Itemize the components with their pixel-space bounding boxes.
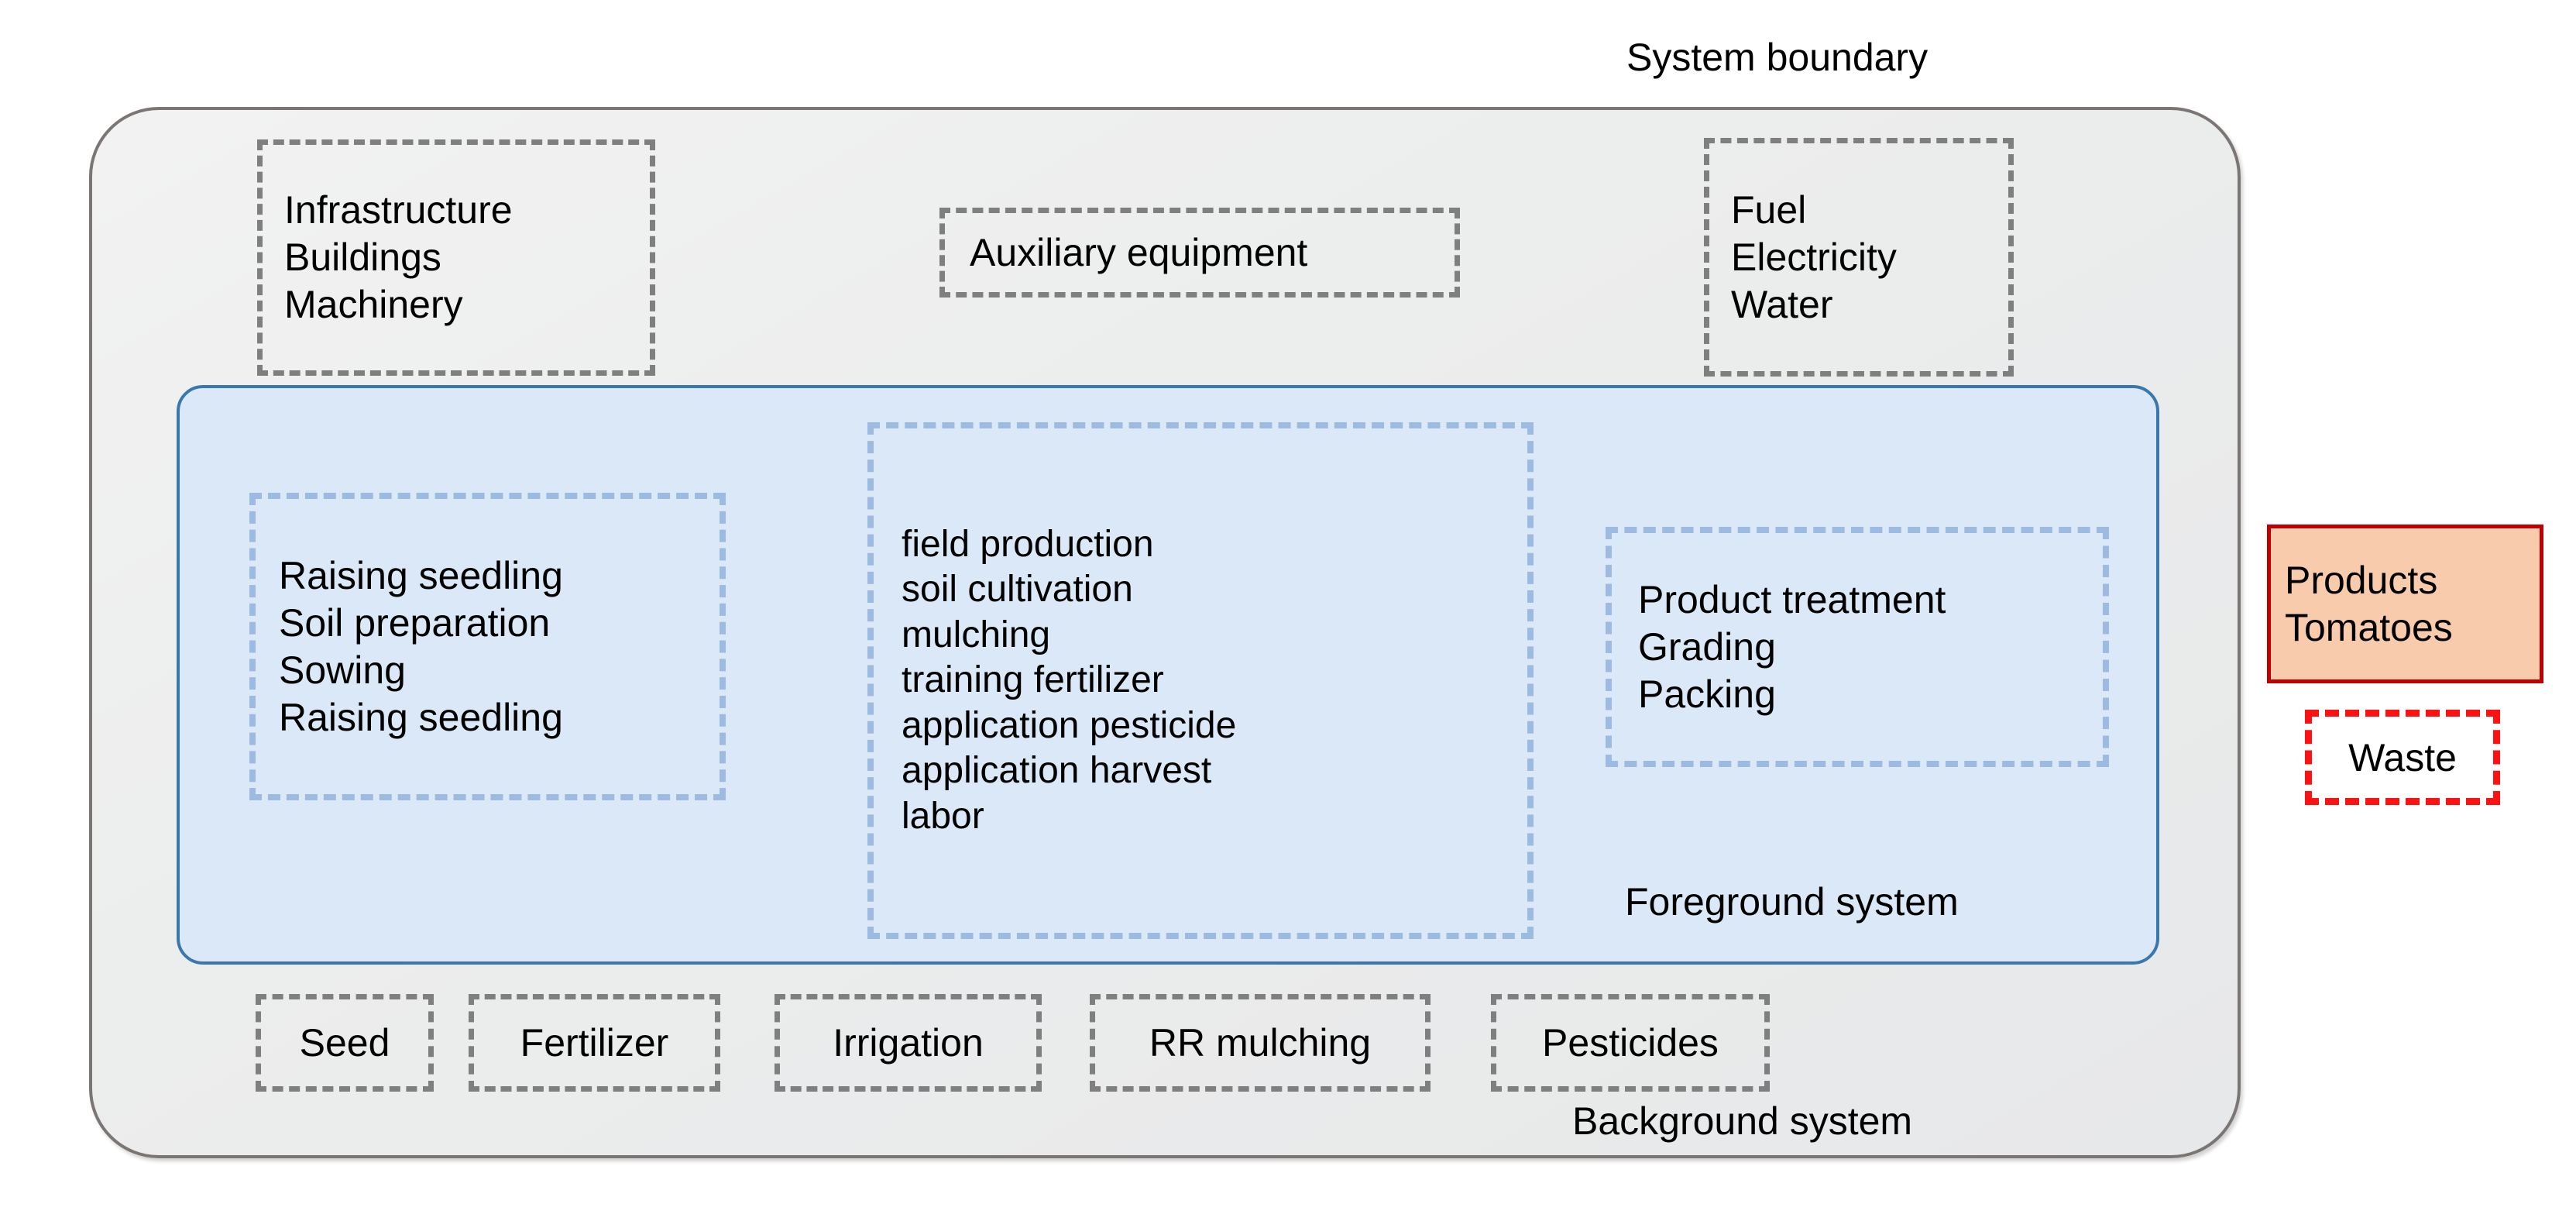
seed-box: Seed [256,994,434,1092]
seed-label: Seed [299,1020,390,1065]
waste-box: Waste [2305,710,2500,805]
fuel-electricity-water-box: Fuel Electricity Water [1704,138,2014,377]
field-line-3: mulching [902,614,1051,655]
background-system-label: Background system [1572,1099,1913,1143]
seedling-line-1: Raising seedling [279,553,563,597]
auxiliary-equipment-box: Auxiliary equipment [939,208,1460,298]
field-line-2: soil cultivation [902,569,1133,611]
seedling-line-2: Soil preparation [279,600,551,645]
fuel-line-1: Fuel [1731,187,1807,232]
field-line-6: application harvest [902,750,1212,792]
field-line-5: application pesticide [902,704,1237,746]
irrigation-label: Irrigation [833,1020,984,1065]
rr-mulching-label: RR mulching [1149,1020,1372,1065]
infrastructure-line-3: Machinery [284,283,463,326]
pesticides-label: Pesticides [1542,1020,1719,1065]
infrastructure-line-1: Infrastructure [284,188,513,232]
products-line-2: Tomatoes [2285,605,2453,649]
product-line-1: Product treatment [1638,577,1946,621]
field-line-4: training fertilizer [902,659,1164,701]
fuel-line-3: Water [1731,282,1833,326]
fertilizer-box: Fertilizer [469,994,720,1092]
system-boundary-label: System boundary [1626,36,1929,79]
products-tomatoes-box: Products Tomatoes [2267,525,2543,683]
infrastructure-line-2: Buildings [284,236,441,279]
field-line-7: labor [902,795,984,837]
rr-mulching-box: RR mulching [1090,994,1431,1092]
waste-label: Waste [2348,735,2457,779]
raising-seedling-box: Raising seedling Soil preparation Sowing… [249,493,726,800]
infrastructure-box: Infrastructure Buildings Machinery [257,139,655,376]
fuel-line-2: Electricity [1731,235,1897,279]
product-treatment-box: Product treatment Grading Packing [1606,527,2109,767]
irrigation-box: Irrigation [775,994,1042,1092]
seedling-line-4: Raising seedling [279,695,563,739]
product-line-2: Grading [1638,624,1776,669]
foreground-system-container [177,385,2159,965]
field-line-1: field production [902,523,1154,565]
fertilizer-label: Fertilizer [520,1020,669,1065]
product-line-3: Packing [1638,672,1776,716]
auxiliary-equipment-label: Auxiliary equipment [970,230,1308,274]
seedling-line-3: Sowing [279,648,406,692]
foreground-system-label: Foreground system [1625,880,1959,924]
pesticides-box: Pesticides [1491,994,1770,1092]
field-production-box: field production soil cultivation mulchi… [867,422,1534,939]
products-line-1: Products [2285,558,2438,602]
